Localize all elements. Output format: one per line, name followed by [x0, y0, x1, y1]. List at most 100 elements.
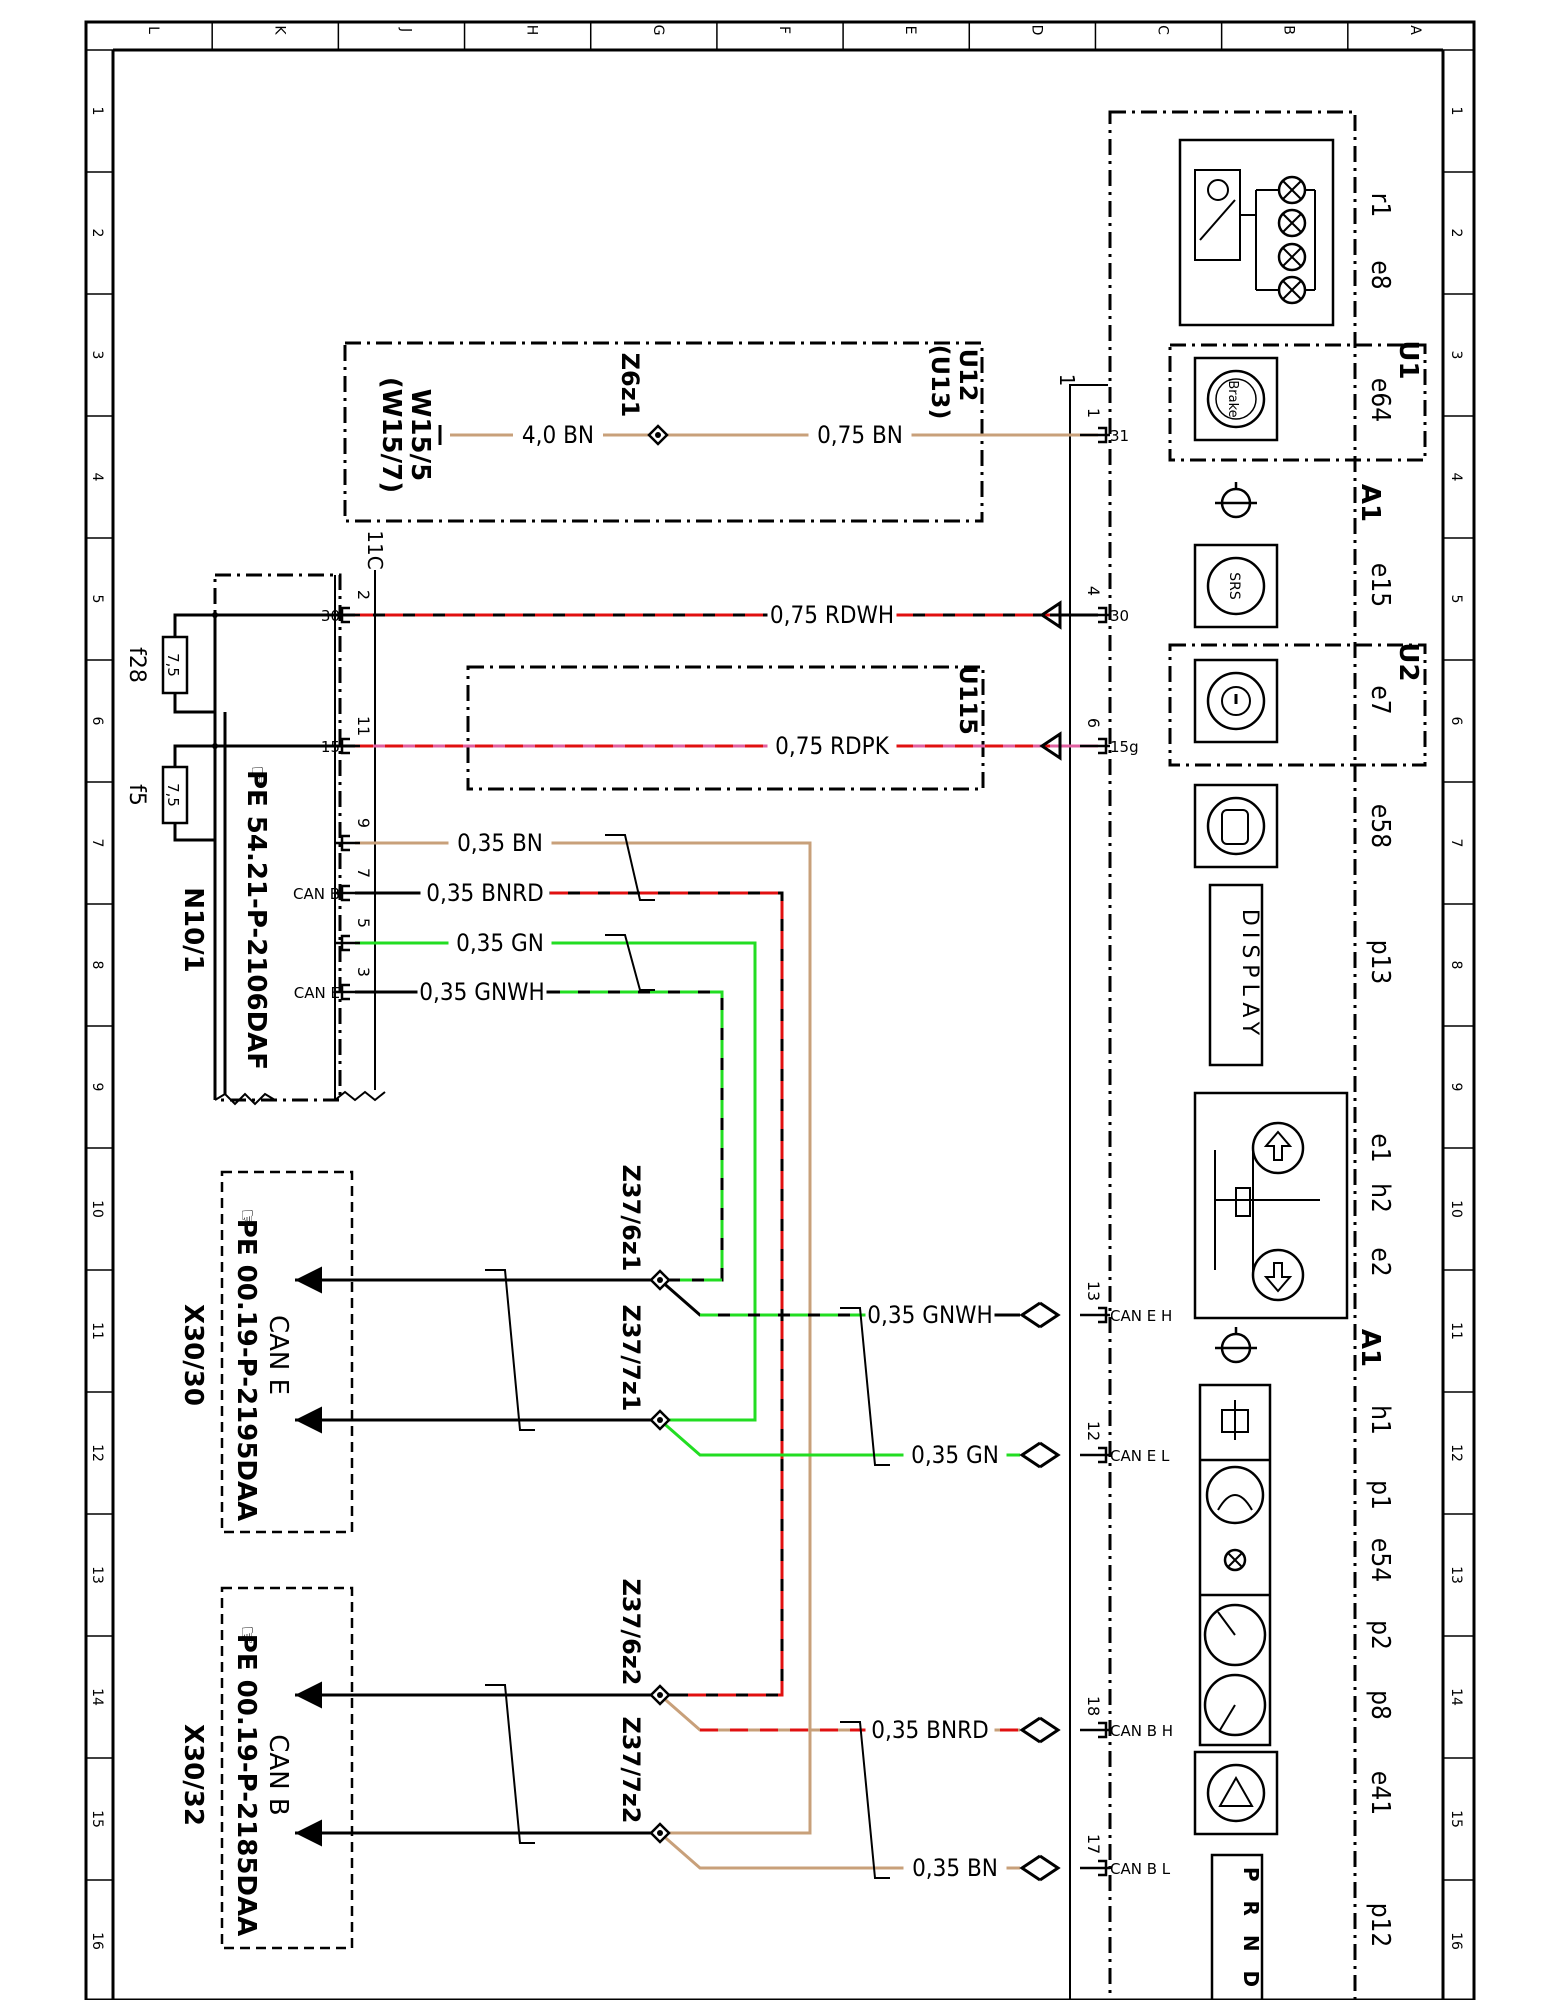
pin-number-left-n7: 7 [354, 868, 373, 878]
z37-7z2-label: Z37/7z2 [617, 1717, 645, 1824]
indicator-label-e64: e64 [1365, 378, 1395, 422]
splice-dots [655, 432, 663, 1836]
pin-label-right-canEH: CAN E H [1110, 1307, 1172, 1325]
indicator-label-e15: e15 [1365, 563, 1395, 607]
indicator-label-e54: e54 [1365, 1538, 1395, 1582]
pin-label-left-canB: CAN B [293, 885, 340, 903]
conn-11c-label: 11C [363, 530, 387, 569]
z37-7z1-label: Z37/7z1 [617, 1305, 645, 1412]
grid-row-right-10: 10 [1448, 1200, 1464, 1218]
n10-ref-label: PE 54.21-P-2106DAF [241, 770, 271, 1070]
drawing-frame [84, 20, 1476, 2000]
indicator-label-p8: p8 [1365, 1690, 1395, 1720]
wire-gn-left [355, 941, 757, 1422]
fuse-f5-rating: 7,5 [164, 783, 182, 807]
indicator-label-p13: p13 [1365, 940, 1395, 985]
grid-column-B: B [1281, 25, 1297, 35]
pin-label-left-p15: 15 [321, 738, 340, 756]
grid-row-right-6: 6 [1448, 717, 1464, 726]
pin-label-right-p15g: 15g [1110, 738, 1139, 756]
grid-row-left-6: 6 [89, 717, 105, 726]
can-b-box [220, 1586, 354, 1950]
wire-bnrd-left-red [430, 891, 784, 1697]
pin-number-right-n6: 6 [1084, 718, 1103, 728]
fuse-f28 [161, 635, 189, 695]
grid-row-right-1: 1 [1448, 107, 1464, 116]
grid-row-left-7: 7 [89, 839, 105, 848]
can-b-ref-label: PE 00.19-P-2185DAA [231, 1634, 261, 1936]
pin-number-left-n2: 2 [354, 590, 373, 600]
grid-row-right-11: 11 [1448, 1322, 1464, 1340]
grid-row-left-1: 1 [89, 107, 105, 116]
wire-label-w_can_bh: 0,35 BNRD [871, 1716, 989, 1744]
grid-column-G: G [650, 25, 666, 36]
wire-label-w_31_right: 0,75 BN [817, 421, 903, 449]
u115-box [466, 665, 985, 791]
grid-row-right-5: 5 [1448, 595, 1464, 604]
brake-symbol-label: Brake [1225, 380, 1240, 417]
pin-number-right-n12: 12 [1084, 1421, 1103, 1441]
pin-number-left-n3: 3 [354, 967, 373, 977]
pin-label-left-p30: 30 [321, 607, 340, 625]
grid-row-left-8: 8 [89, 961, 105, 970]
grid-column-F: F [776, 26, 792, 34]
a1-label-upper: A1 [1355, 484, 1385, 522]
grid-row-left-9: 9 [89, 1083, 105, 1092]
pointer-icon-can-b: ☞ [234, 1625, 259, 1645]
can-b-box-label: CAN B [263, 1734, 293, 1816]
n10-pin-dots [212, 612, 218, 749]
a1-label-lower: A1 [1355, 1329, 1385, 1367]
right-connectors [1080, 426, 1110, 1877]
can-boxes [220, 1170, 354, 1950]
srs-symbol-label: SRS [1226, 572, 1242, 600]
n10-label: N10/1 [178, 887, 208, 973]
e41-indicator [1193, 1750, 1279, 1836]
display-indicator [1208, 883, 1264, 1067]
pin-number-right-n4: 4 [1084, 586, 1103, 596]
u12-label: U12 [954, 349, 982, 402]
pin-label-right-p30: 30 [1110, 607, 1129, 625]
grid-row-left-2: 2 [89, 229, 105, 238]
wire-bnrd-left [355, 891, 784, 1697]
pin-number-right-n1: 1 [1084, 408, 1103, 418]
brake-indicator [1193, 356, 1279, 442]
grid-row-left-15: 15 [89, 1810, 105, 1828]
wire-label-w_left_bnrd: 0,35 BNRD [426, 879, 544, 907]
indicator-label-e1: e1 [1365, 1133, 1395, 1162]
conn-1-label: 1 [1055, 374, 1079, 387]
u115-label: U115 [954, 665, 982, 735]
z37-6z1-label: Z37/6z1 [617, 1165, 645, 1272]
srs-indicator [1193, 543, 1279, 629]
wire-label-w_left_gn: 0,35 GN [456, 929, 544, 957]
grid-row-left-11: 11 [89, 1322, 105, 1340]
can-e-box [220, 1170, 354, 1534]
grid-row-left-16: 16 [89, 1932, 105, 1950]
a1-instrument-cluster-box [1108, 110, 1357, 2000]
fuse-f5 [161, 765, 189, 825]
z6z1-label: Z6z1 [616, 353, 644, 418]
splices [647, 424, 671, 1844]
grid-row-left-12: 12 [89, 1444, 105, 1462]
gear-indicator [1210, 1853, 1264, 2000]
w15-label: W15/5 [405, 389, 435, 481]
grid-column-J: J [397, 27, 413, 32]
u1-box [1168, 343, 1427, 462]
indicator-label-h2: h2 [1365, 1183, 1395, 1213]
pin-label-right-canBH: CAN B H [1110, 1722, 1173, 1740]
indicator-label-r1: r1 [1365, 193, 1395, 218]
grid-row-right-16: 16 [1448, 1932, 1464, 1950]
wire-label-w_can_eh: 0,35 GNWH [867, 1301, 992, 1329]
grid-row-right-2: 2 [1448, 229, 1464, 238]
grid-row-right-3: 3 [1448, 351, 1464, 360]
can-e-conn-label: X30/30 [178, 1304, 208, 1406]
indicator-labels: r1e8e64e15e7e58p13e1h2e2h1p1e54p2p8e41p1… [1365, 193, 1395, 1948]
grid-row-left-13: 13 [89, 1566, 105, 1584]
twisted-pair-marks [485, 834, 890, 1879]
grid-row-left-14: 14 [89, 1688, 105, 1706]
indicator-label-e2: e2 [1365, 1247, 1395, 1276]
grid-row-left-5: 5 [89, 595, 105, 604]
pin-number-right-n18: 18 [1084, 1696, 1103, 1716]
wire-label-w_left_gnwh: 0,35 GNWH [419, 978, 544, 1006]
u12-box [343, 341, 984, 523]
